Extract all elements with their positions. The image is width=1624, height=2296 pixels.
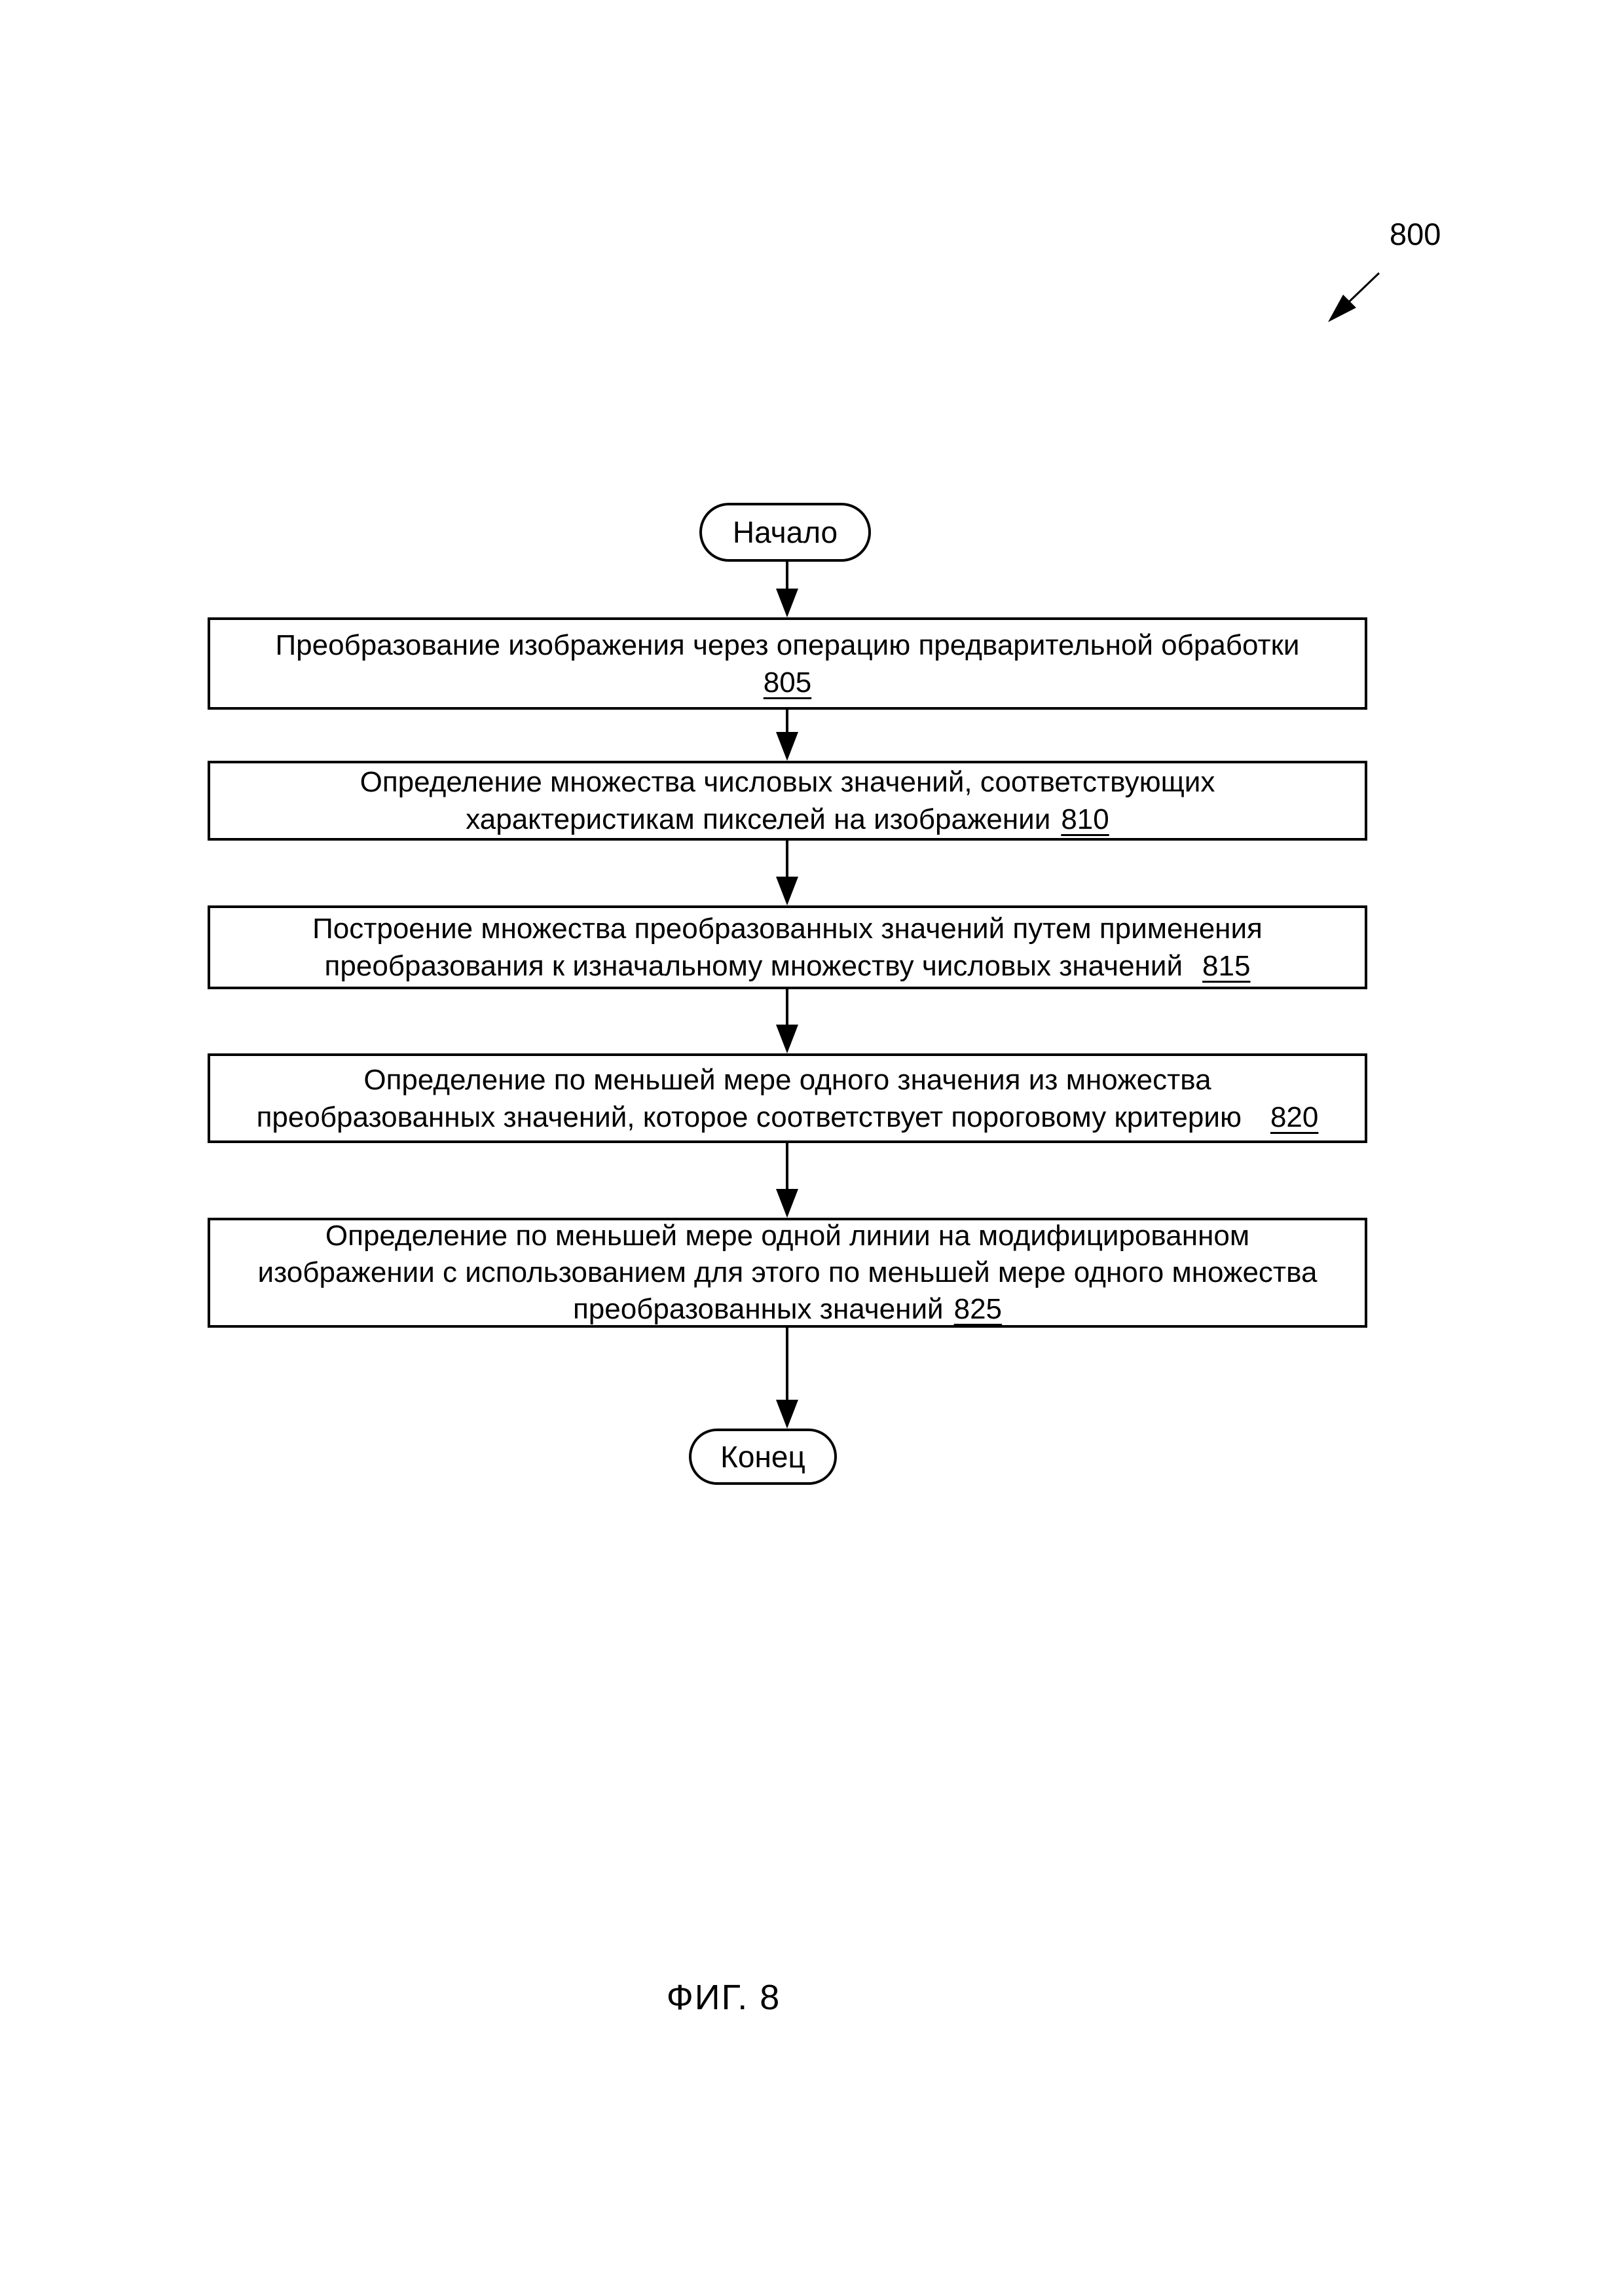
step-line: преобразованных значений <box>572 1293 944 1325</box>
step-line: Определение по меньшей мере одной линии … <box>325 1220 1250 1252</box>
arrow-head-icon <box>1328 295 1356 322</box>
arrow-825-to-end <box>776 1328 798 1429</box>
end-terminal-label: Конец <box>720 1440 805 1474</box>
arrow-head-icon <box>776 1025 798 1053</box>
step-text-805: Преобразование изображения через операци… <box>276 627 1300 701</box>
step-ref-number-810: 810 <box>1061 803 1109 835</box>
arrow-head-icon <box>776 589 798 617</box>
step-line: Определение множества числовых значений,… <box>360 766 1215 798</box>
flow-step-box-815: Построение множества преобразованных зна… <box>208 905 1367 989</box>
flow-step-box-805: Преобразование изображения через операци… <box>208 617 1367 710</box>
arrow-810-to-815 <box>776 841 798 905</box>
step-text-825: Определение по меньшей мере одной линии … <box>258 1218 1318 1328</box>
arrow-820-to-825 <box>776 1143 798 1218</box>
step-line: изображении с использованием для этого п… <box>257 1256 1318 1288</box>
arrow-head-icon <box>776 732 798 761</box>
step-ref-number-825: 825 <box>953 1293 1003 1325</box>
step-text-820: Определение по меньшей мере одного значе… <box>257 1061 1319 1136</box>
step-text-815: Построение множества преобразованных зна… <box>312 910 1263 985</box>
flow-step-box-820: Определение по меньшей мере одного значе… <box>208 1053 1367 1143</box>
arrow-head-icon <box>776 1189 798 1218</box>
figure-caption: ФИГ. 8 <box>666 1978 781 2017</box>
arrow-head-icon <box>776 877 798 905</box>
arrow-805-to-810 <box>776 710 798 761</box>
step-line: Преобразование изображения через операци… <box>275 629 1300 661</box>
step-ref-number-805: 805 <box>763 666 812 699</box>
step-line: преобразования к изначальному множеству … <box>324 950 1183 982</box>
figure-ref-arrow-line <box>1346 272 1380 304</box>
step-ref-number-820: 820 <box>1270 1101 1319 1133</box>
step-ref-number-815: 815 <box>1202 950 1251 982</box>
flow-step-box-810: Определение множества числовых значений,… <box>208 761 1367 841</box>
arrow-815-to-820 <box>776 989 798 1053</box>
arrow-start-to-805 <box>776 561 798 617</box>
step-line: характеристикам пикселей на изображении <box>466 803 1051 835</box>
step-line: Определение по меньшей мере одного значе… <box>363 1063 1211 1096</box>
arrow-head-icon <box>776 1400 798 1429</box>
figure-reference-number: 800 <box>1390 217 1441 251</box>
flow-step-box-825: Определение по меньшей мере одной линии … <box>208 1218 1367 1328</box>
end-terminal: Конец <box>689 1429 837 1485</box>
start-terminal: Начало <box>699 503 871 562</box>
figure-ref-arrow <box>1328 272 1380 322</box>
step-line: Построение множества преобразованных зна… <box>312 913 1263 945</box>
start-terminal-label: Начало <box>732 515 838 549</box>
step-line: преобразованных значений, которое соотве… <box>256 1101 1242 1133</box>
step-text-810: Определение множества числовых значений,… <box>360 763 1215 838</box>
